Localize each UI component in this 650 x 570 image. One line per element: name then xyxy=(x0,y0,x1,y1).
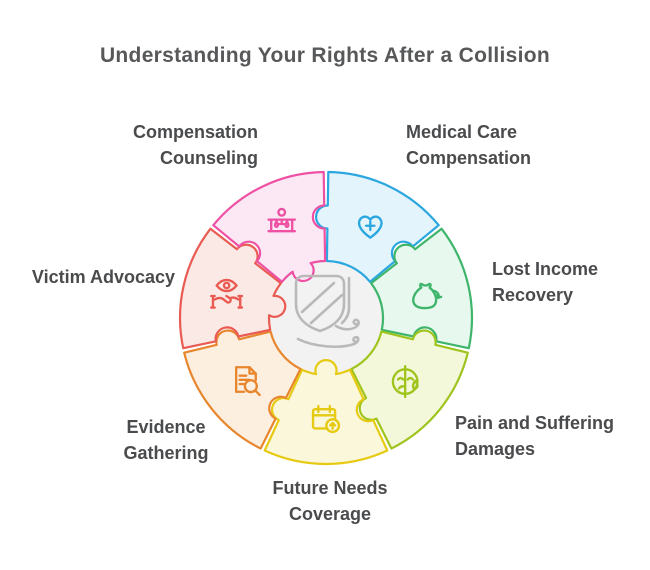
segment-label-pain-and-suffering-damages: Pain and Suffering Damages xyxy=(455,413,615,459)
sad-face-tear-icon xyxy=(391,365,419,399)
page-title: Understanding Your Rights After a Collis… xyxy=(99,44,551,67)
puzzle-piece-compensation-counseling xyxy=(212,170,327,283)
segment-label-compensation-counseling: Compensation Counseling xyxy=(132,122,258,168)
puzzle-piece-pain-and-suffering-damages xyxy=(350,329,469,450)
scales-person-icon xyxy=(267,207,297,233)
segment-label-evidence-gathering: Evidence Gathering xyxy=(123,417,209,463)
money-bag-recovery-icon xyxy=(412,282,443,310)
segment-label-future-needs-coverage: Future Needs Coverage xyxy=(272,478,388,524)
puzzle-piece-future-needs-coverage xyxy=(263,359,389,466)
puzzle-piece-medical-care-compensation xyxy=(315,170,440,283)
document-search-icon xyxy=(234,366,261,397)
segment-label-lost-income-recovery: Lost Income Recovery xyxy=(492,259,599,305)
puzzle-piece-evidence-gathering xyxy=(183,329,302,450)
segment-label-victim-advocacy: Victim Advocacy xyxy=(31,267,175,287)
heart-medical-icon xyxy=(357,215,383,239)
eye-handshake-icon xyxy=(210,278,244,309)
calendar-arrow-icon xyxy=(311,404,341,434)
shield-wind-icon xyxy=(294,274,360,349)
segment-label-medical-care-compensation: Medical Care Compensation xyxy=(406,122,532,168)
center-circle xyxy=(269,261,383,375)
